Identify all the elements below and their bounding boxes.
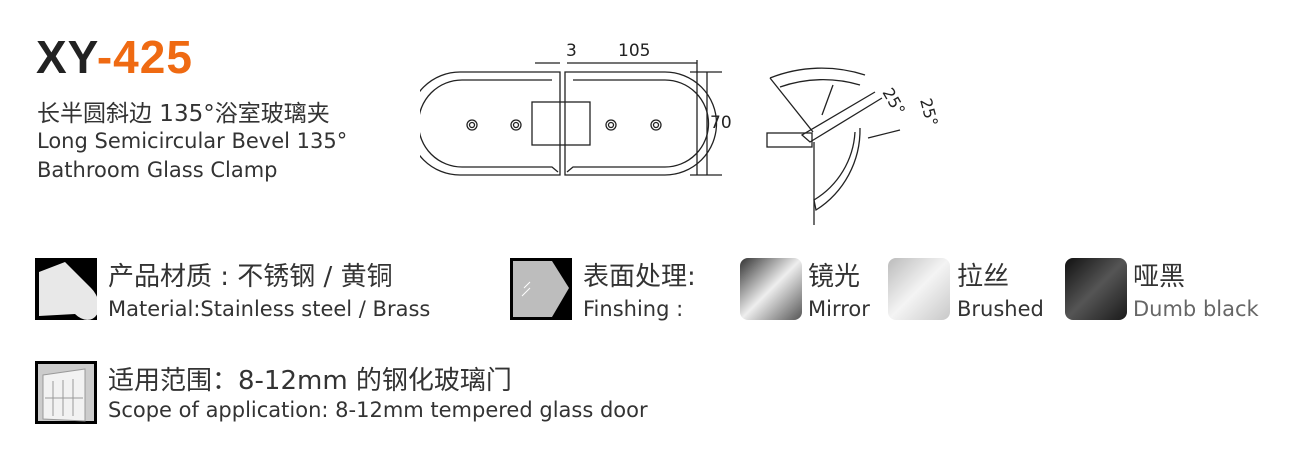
finishing-icon [510,258,572,320]
model-title: XY-425 [36,30,193,84]
finishing-en: Finshing : [583,297,684,321]
mirror-en: Mirror [808,297,870,321]
model-prefix: XY [36,31,97,83]
material-icon [35,258,100,320]
scope-cn: 适用范围：8-12mm 的钢化玻璃门 [108,366,512,396]
swatch-dumb-black[interactable] [1065,258,1127,320]
brushed-cn: 拉丝 [957,262,1010,292]
black-en: Dumb black [1133,297,1259,321]
dim-gap: 3 [566,41,577,61]
scope-en: Scope of application: 8-12mm tempered gl… [108,398,648,422]
angle-1: 25° [879,85,910,119]
swatch-mirror[interactable] [740,258,802,320]
subtitle-en-1: Long Semicircular Bevel 135° [37,129,348,153]
dim-height: 70 [710,113,732,133]
model-number: -425 [96,31,193,83]
mirror-cn: 镜光 [808,262,861,292]
front-view: 3 105 70 [420,41,732,176]
subtitle-en-2: Bathroom Glass Clamp [37,158,278,182]
dim-length: 105 [618,41,650,61]
subtitle-cn: 长半圆斜边 135°浴室玻璃夹 [37,101,330,127]
finishing-cn: 表面处理: [583,262,696,292]
door-icon [35,361,97,424]
swatch-brushed[interactable] [888,258,950,320]
brushed-en: Brushed [957,297,1044,321]
angle-2: 25° [916,96,942,128]
material-cn: 产品材质 : 不锈钢 / 黄铜 [108,262,393,292]
top-view: 25° 25° [766,67,942,225]
black-cn: 哑黑 [1133,262,1186,292]
material-en: Material:Stainless steel / Brass [108,297,431,321]
technical-drawing: 3 105 70 25° 25° [420,41,942,225]
